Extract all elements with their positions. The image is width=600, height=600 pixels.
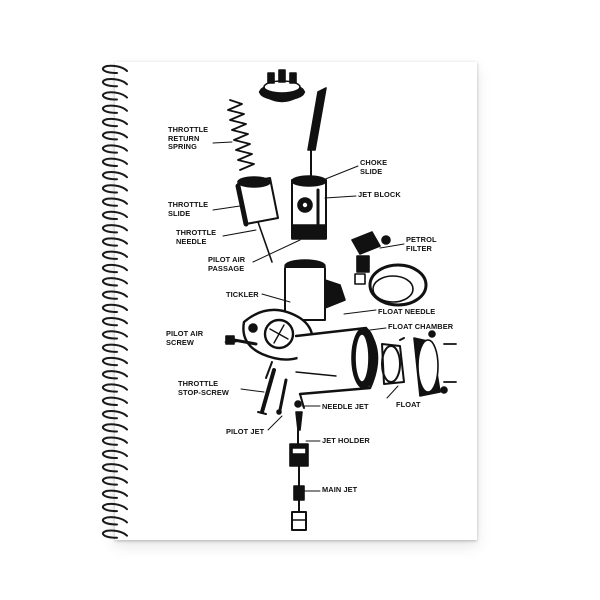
throttle-slide (235, 176, 279, 263)
coil-loop (101, 449, 128, 460)
spiral-binding (101, 64, 128, 539)
coil-loop (101, 170, 128, 181)
throttle-stop-screw (257, 361, 276, 415)
coil-loop (101, 157, 128, 167)
leader-lines (212, 141, 405, 492)
coil-loop (101, 317, 128, 327)
petrol-filter (351, 231, 391, 285)
label-jet-block: JET BLOCK (358, 190, 401, 199)
coil-loop (101, 356, 128, 367)
coil-loop (101, 529, 128, 539)
coil-loop (101, 64, 128, 74)
coil-loop (101, 117, 128, 128)
coil-loop (101, 330, 128, 340)
label-float: FLOAT (396, 400, 421, 409)
coil-loop (101, 91, 128, 101)
label-jet-holder: JET HOLDER (322, 436, 370, 445)
coil-loop (101, 436, 128, 446)
jet-column (289, 400, 309, 531)
top-cap (258, 69, 306, 103)
pilot-jet (276, 378, 288, 415)
coil-loop (101, 104, 128, 114)
carburettor-body (242, 259, 379, 409)
label-tickler: TICKLER (226, 290, 259, 299)
coil-loop (101, 290, 128, 300)
label-throttle-needle: THROTTLE NEEDLE (176, 228, 217, 246)
coil-loop (101, 78, 128, 88)
coil-loop (101, 224, 128, 234)
coil-loop (101, 210, 128, 221)
float (381, 337, 405, 385)
label-petrol-filter: PETROL FILTER (406, 235, 437, 253)
jet-block (291, 175, 327, 240)
coil-loop (101, 423, 128, 433)
label-float-needle: FLOAT NEEDLE (378, 307, 436, 316)
coil-loop (101, 237, 128, 247)
coil-loop (101, 250, 128, 260)
label-throttle-slide: THROTTLE SLIDE (168, 200, 209, 218)
label-throttle-stop-screw: THROTTLE STOP-SCREW (178, 379, 229, 397)
label-main-jet: MAIN JET (322, 485, 358, 494)
label-pilot-air-screw: PILOT AIR SCREW (166, 329, 204, 347)
label-needle-jet: NEEDLE JET (322, 402, 369, 411)
coil-loop (101, 303, 128, 313)
label-float-chamber: FLOAT CHAMBER (388, 322, 454, 331)
choke-rod (307, 87, 327, 181)
coil-loop (101, 131, 128, 141)
coil-loop (101, 502, 128, 513)
coil-loop (101, 476, 128, 486)
float-chamber (413, 330, 457, 397)
label-choke-slide: CHOKE SLIDE (360, 158, 388, 176)
coil-loop (101, 370, 128, 380)
coil-loop (101, 263, 128, 274)
coil-loop (101, 277, 128, 287)
pilot-air-screw (225, 335, 258, 346)
coil-loop (101, 516, 128, 526)
coil-loop (101, 184, 128, 194)
coil-loop (101, 197, 128, 207)
label-pilot-air-passage: PILOT AIR PASSAGE (208, 255, 246, 273)
coil-loop (101, 463, 128, 473)
coil-loop (101, 144, 128, 154)
coil-loop (101, 489, 128, 499)
coil-loop (101, 343, 128, 353)
label-pilot-jet: PILOT JET (226, 427, 265, 436)
coil-loop (101, 383, 128, 393)
filter-ring (368, 263, 428, 307)
coil-loop (101, 409, 128, 420)
coil-loop (101, 396, 128, 406)
throttle-return-spring (227, 99, 255, 171)
label-throttle-return-spring: THROTTLE RETURN SPRING (168, 125, 209, 152)
